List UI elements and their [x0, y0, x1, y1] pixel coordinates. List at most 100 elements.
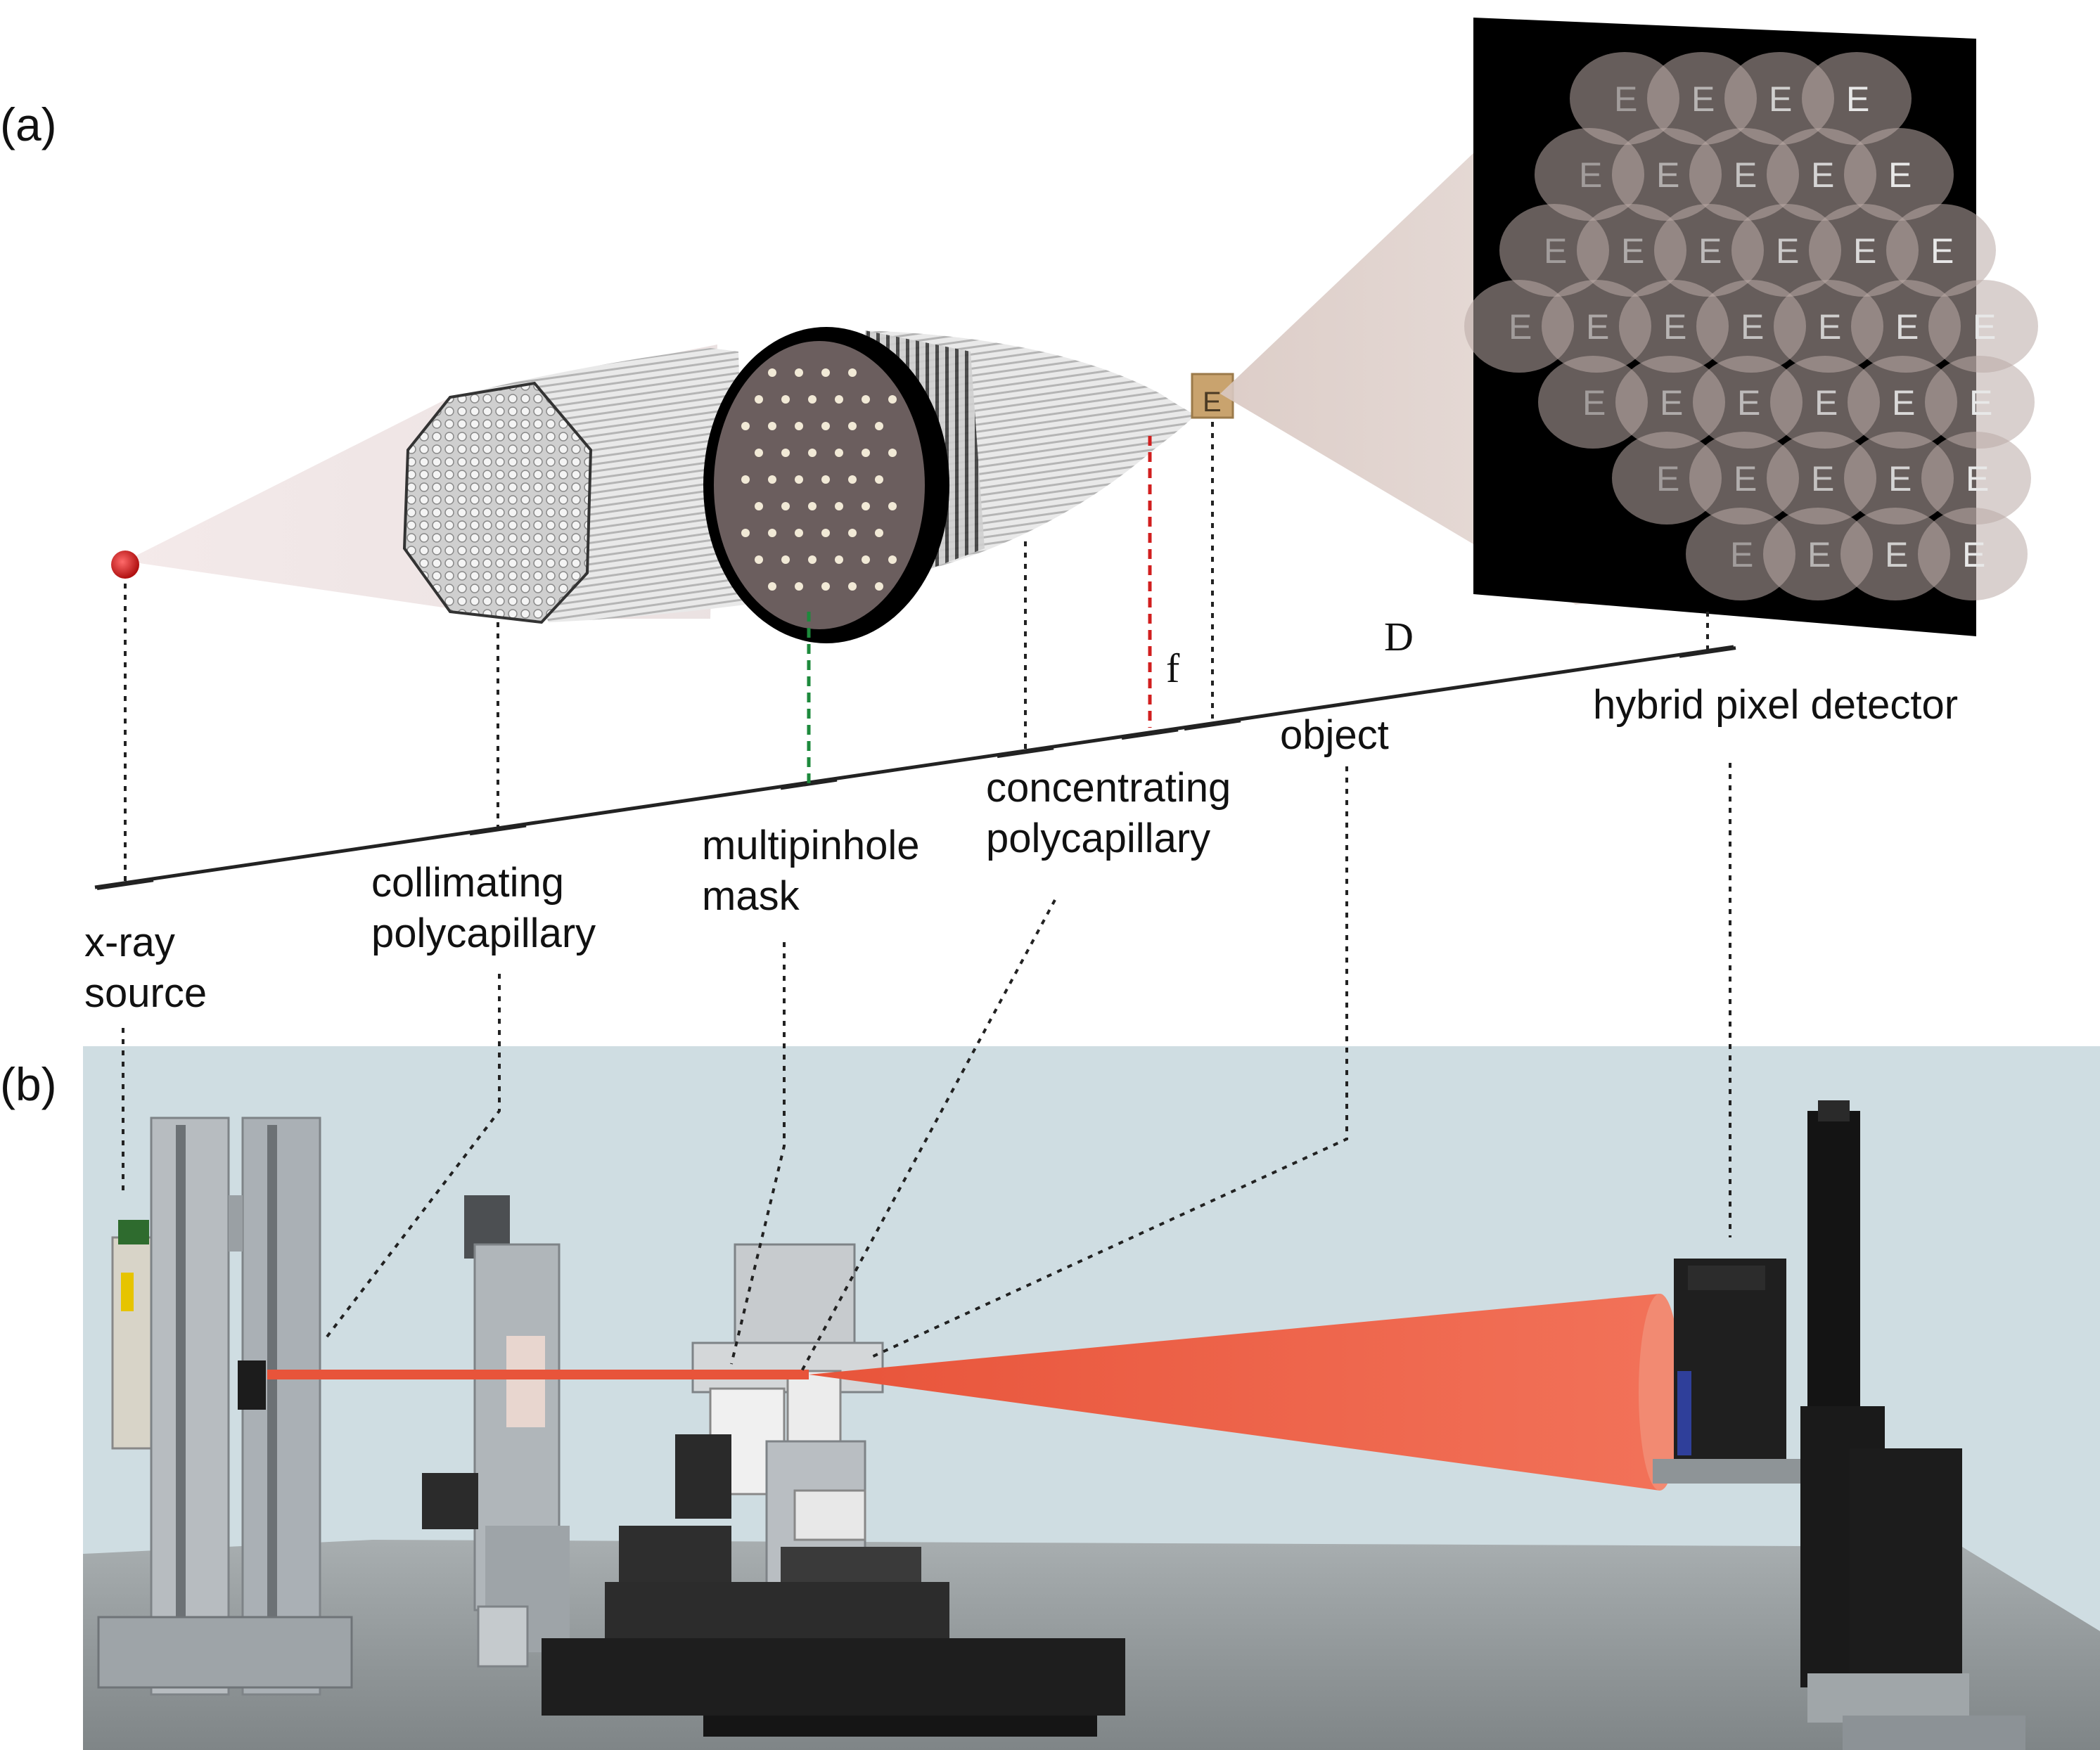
pinhole: [768, 529, 776, 537]
pinhole: [768, 475, 776, 484]
pinhole: [795, 582, 803, 591]
pinhole: [862, 502, 870, 510]
projection-glyph: E: [1509, 307, 1532, 347]
projection-disk: [1647, 52, 1757, 145]
pinhole: [848, 422, 857, 430]
projection-glyph: E: [1885, 535, 1908, 574]
projection-glyph: E: [1962, 535, 1985, 574]
projection-glyph: E: [1818, 307, 1841, 347]
multipinhole-mask-3d: [703, 327, 949, 643]
projection-glyph: E: [1737, 383, 1760, 423]
projection-glyph: E: [1814, 383, 1838, 423]
pinhole: [821, 529, 830, 537]
projection-glyph: E: [1734, 459, 1757, 498]
leader-object: [868, 766, 1348, 1360]
pinhole: [755, 449, 763, 457]
pinhole: [781, 395, 790, 404]
projection-glyph: E: [1895, 307, 1919, 347]
projection-disk: [1763, 508, 1873, 600]
projection-glyph: E: [1969, 383, 1992, 423]
projection-glyph: E: [1579, 155, 1602, 195]
axis-tick: [997, 746, 1054, 759]
pinhole: [795, 368, 803, 377]
projection-glyph: E: [1811, 155, 1834, 195]
central-stage-stack: [542, 1243, 1125, 1737]
projection-glyph: E: [1730, 535, 1753, 574]
pinhole: [835, 502, 843, 510]
pinhole: [781, 502, 790, 510]
projection-disk: [1848, 356, 1957, 449]
distance-D-label: D: [1384, 614, 1414, 660]
projection-disk: [1686, 508, 1795, 600]
projection-glyph: E: [1544, 231, 1567, 271]
object-label: object: [1280, 712, 1389, 758]
concentrating-polycapillary-label: concentrating polycapillary: [986, 765, 1242, 861]
divergent-beam-cone: [809, 1294, 1672, 1491]
pinhole: [768, 368, 776, 377]
projection-disk: [1774, 280, 1883, 373]
projection-disk: [1542, 280, 1651, 373]
axis-tick: [1184, 719, 1241, 731]
axis-tick: [780, 778, 838, 790]
projection-disk: [1689, 128, 1799, 221]
projection-glyph: E: [1811, 459, 1834, 498]
pinhole: [848, 529, 857, 537]
pinhole: [835, 449, 843, 457]
projection-disk: [1767, 432, 1876, 525]
detector-tower: [1653, 1100, 2025, 1750]
projection-disk: [1693, 356, 1803, 449]
pinhole: [795, 529, 803, 537]
object-glyph: E: [1203, 387, 1222, 418]
projection-disk: [1538, 356, 1648, 449]
pinhole: [888, 395, 897, 404]
projection-disk: [1844, 432, 1954, 525]
projection-disk: [1886, 204, 1996, 297]
projection-disk: [1696, 280, 1806, 373]
pinhole: [741, 529, 750, 537]
pinhole: [848, 368, 857, 377]
panel-label-a: (a): [0, 98, 57, 150]
projection-glyph: E: [1614, 79, 1637, 119]
projection-disk: [1767, 128, 1876, 221]
xray-source-label: x-ray source: [84, 920, 207, 1016]
pinhole: [755, 395, 763, 404]
projection-glyph: E: [1888, 459, 1912, 498]
pinhole: [741, 422, 750, 430]
beam-cone-end: [1639, 1294, 1681, 1491]
projection-glyph: E: [1621, 231, 1644, 271]
projection-glyph: E: [1586, 307, 1609, 347]
projection-disk: [1809, 204, 1919, 297]
projection-glyph: E: [1660, 383, 1683, 423]
projection-disk: [1840, 508, 1950, 600]
collimator-stage: [422, 1195, 570, 1668]
projection-disk: [1535, 128, 1644, 221]
projection-glyph: E: [1966, 459, 1989, 498]
projection-glyph: E: [1776, 231, 1799, 271]
projection-disk: [1654, 204, 1764, 297]
pinhole: [862, 555, 870, 564]
pinhole: [835, 555, 843, 564]
axis-tick: [1121, 728, 1179, 740]
projection-glyph: E: [1892, 383, 1915, 423]
pinhole: [821, 475, 830, 484]
projection-disk: [1577, 204, 1686, 297]
projection-glyph: E: [1582, 383, 1606, 423]
projection-disk: [1689, 432, 1799, 525]
pinhole: [795, 475, 803, 484]
pinhole: [755, 502, 763, 510]
pinhole: [808, 449, 817, 457]
pinhole: [781, 555, 790, 564]
projection-disk: [1918, 508, 2028, 600]
projection-glyph: E: [1888, 155, 1912, 195]
pinhole: [875, 475, 883, 484]
panel-label-b: (b): [0, 1058, 57, 1110]
projection-glyph: E: [1931, 231, 1954, 271]
projection-glyph: E: [1734, 155, 1757, 195]
pinhole: [768, 582, 776, 591]
projection-glyph: E: [1698, 231, 1722, 271]
pinhole: [888, 555, 897, 564]
projection-disk: [1612, 128, 1722, 221]
